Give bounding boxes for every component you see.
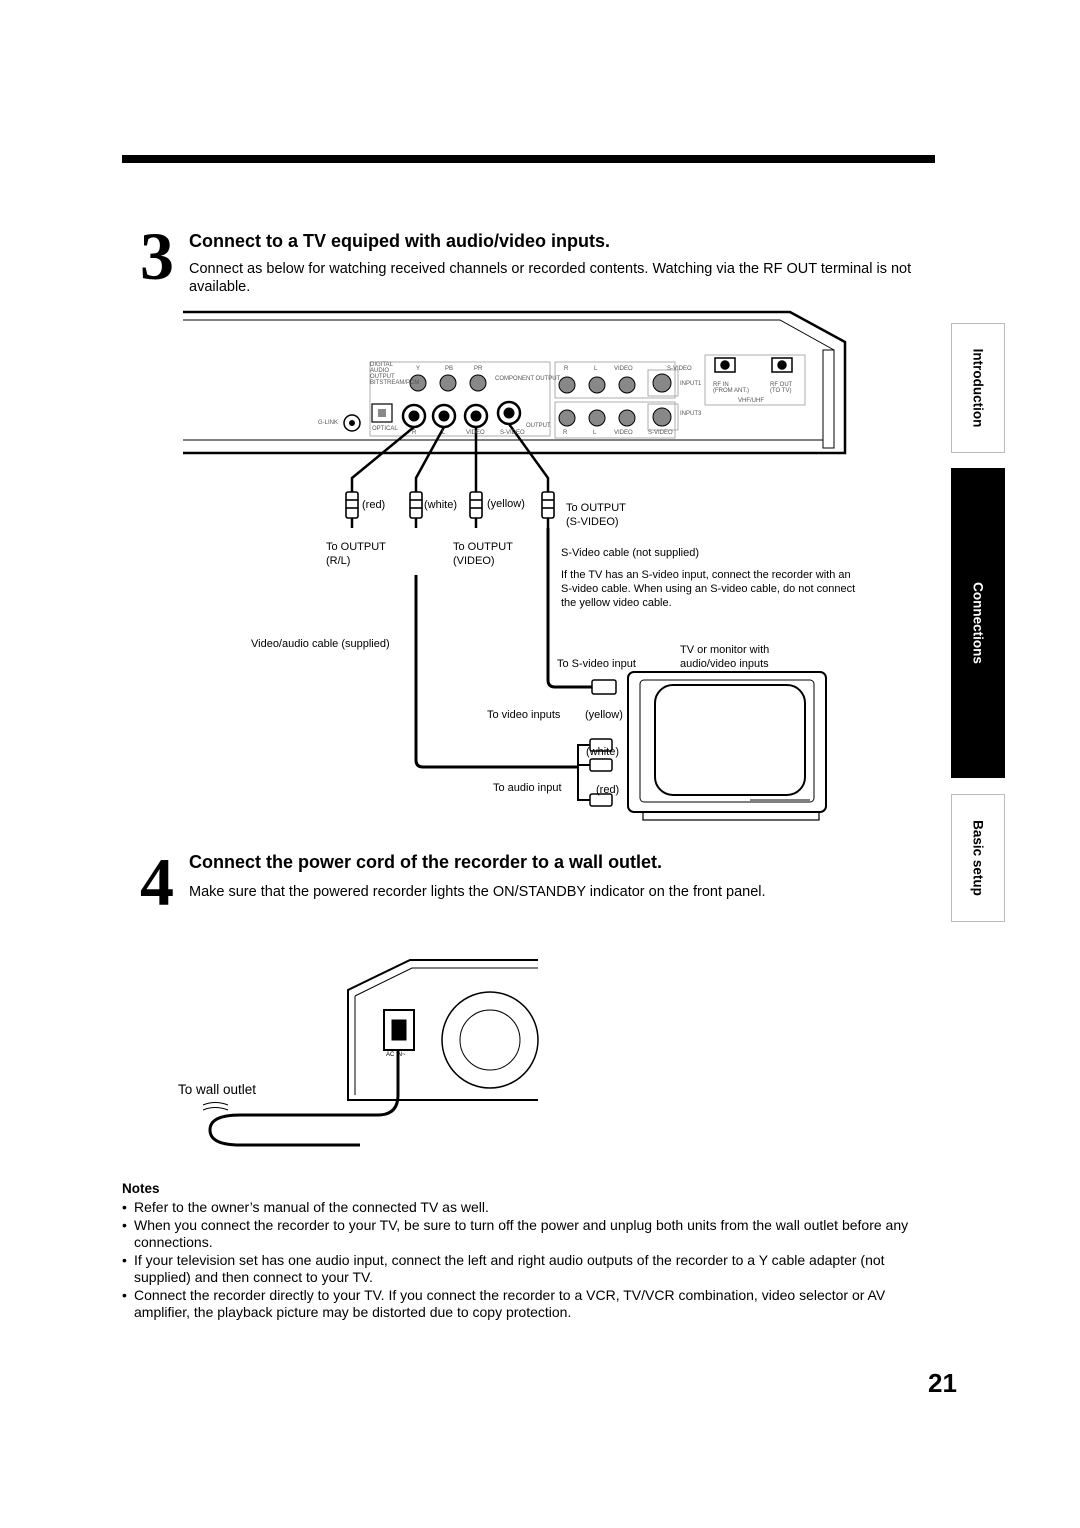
pb-label: PB [445,366,454,372]
tab-basic-setup-label: Basic setup [970,820,986,896]
tab-connections-label: Connections [970,582,986,664]
label-ac-in: AC IN~ [386,1052,406,1058]
s-video-label: S-VIDEO [500,430,525,436]
input-svideo-label: S-VIDEO [667,366,692,372]
label-av-cable: Video/audio cable (supplied) [251,638,390,650]
tab-introduction-label: Introduction [970,348,986,428]
page-number: 21 [928,1368,957,1398]
input-video-label: VIDEO [614,366,633,372]
y-label: Y [416,366,421,372]
step-4-number: 4 [140,844,174,920]
input3-video-label: VIDEO [614,430,633,436]
notes-list: Refer to the owner’s manual of the conne… [122,1199,942,1322]
input3-label: INPUT3 [680,411,702,417]
label-white: (white) [424,499,458,511]
tv-illustration [627,671,827,821]
tab-basic-setup[interactable]: Basic setup [951,794,1005,922]
l-label: L [442,430,446,436]
av-cable [350,423,550,492]
r-label: R [412,430,417,436]
step-4-text: Make sure that the powered recorder ligh… [189,884,766,900]
label-to-wall-outlet: To wall outlet [178,1082,257,1097]
recorder-rear-panel [183,310,847,455]
rf-out-label: RF OUT (TO TV) [770,382,793,394]
step-4-title: Connect the power cord of the recorder t… [189,852,663,872]
rf-in-label: RF IN (FROM ANT.) [713,382,749,394]
label-red: (red) [362,499,386,511]
label-to-video-inputs: To video inputs [487,709,561,721]
label-to-audio-input: To audio input [493,782,562,794]
power-diagram [202,959,539,1147]
note-item: Connect the recorder directly to your TV… [122,1287,942,1321]
label-tv: TV or monitor with audio/video inputs [680,644,770,670]
glink-label: G-LINK [318,420,339,426]
label-svideo-note: If the TV has an S-video input, connect … [561,569,856,609]
digital-audio-label: DIGITAL AUDIO OUTPUT BITSTREAM/PCM [370,362,420,386]
pr-label: PR [474,366,483,372]
input3-r-label: R [563,430,568,436]
video-label: VIDEO [466,430,485,436]
input1-label: INPUT1 [680,381,702,387]
output-label: OUTPUT [526,423,551,429]
label-to-output-video: To OUTPUT (VIDEO) [453,541,513,567]
note-item: If your television set has one audio inp… [122,1252,942,1286]
label-yellow: (yellow) [487,498,525,510]
vhf-uhf-label: VHF/UHF [738,398,764,404]
label-to-svideo-input: To S-video input [557,658,636,670]
note-item: Refer to the owner’s manual of the conne… [122,1199,942,1216]
step-3-title: Connect to a TV equiped with audio/video… [189,231,611,251]
step-3-text: Connect as below for watching received c… [189,261,912,295]
tab-introduction[interactable]: Introduction [951,323,1005,453]
label-to-output-svideo: To OUTPUT (S-VIDEO) [566,502,626,528]
input3-svideo-label: S-VIDEO [648,430,673,436]
header-rule [122,155,935,163]
input-r-label: R [564,366,569,372]
step-3-number: 3 [140,218,174,294]
label-svideo-cable: S-Video cable (not supplied) [561,547,699,559]
optical-label: OPTICAL [372,426,398,432]
input-l-label: L [594,366,598,372]
component-output-label: COMPONENT OUTPUT [495,376,561,382]
tab-connections[interactable]: Connections [951,468,1005,778]
label-white-2: (white) [586,746,620,758]
label-red-2: (red) [596,784,620,796]
label-to-output-rl: To OUTPUT (R/L) [326,541,386,567]
note-item: When you connect the recorder to your TV… [122,1217,942,1251]
notes-heading: Notes [122,1181,160,1196]
input3-l-label: L [593,430,597,436]
label-yellow-2: (yellow) [585,709,623,721]
